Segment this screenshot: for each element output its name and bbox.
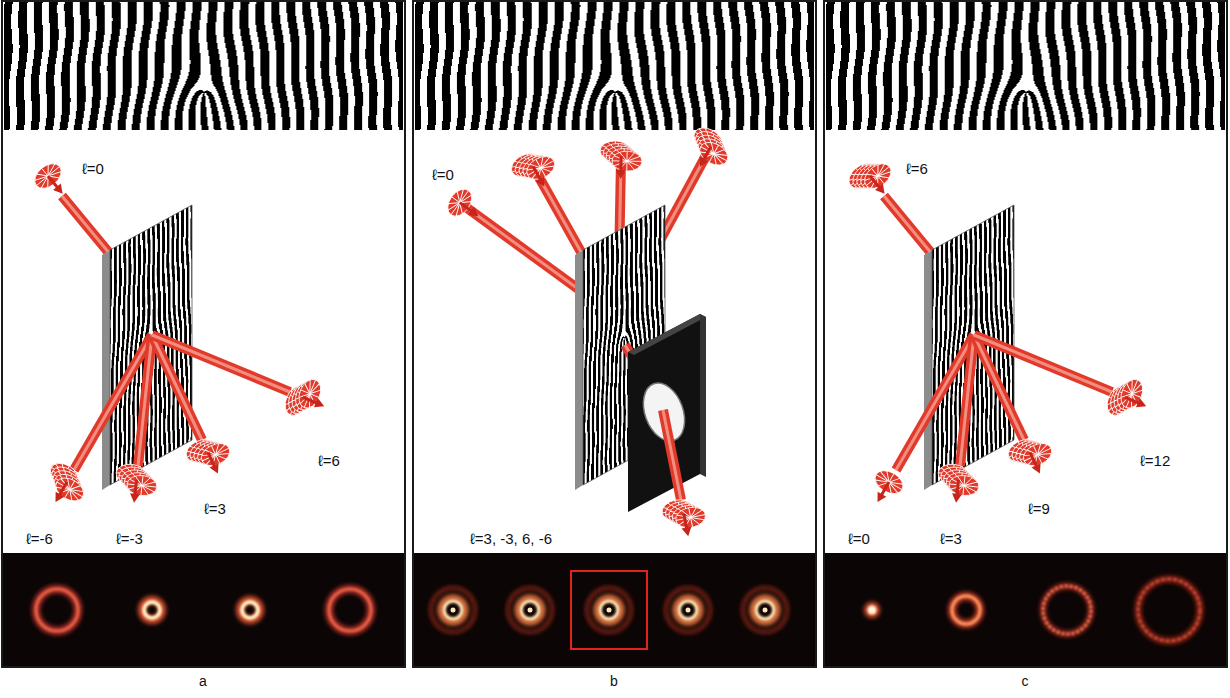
panel	[413, 1, 816, 667]
plane-wavefront	[30, 159, 74, 204]
helical-wavefront	[1103, 372, 1154, 425]
laser-beam	[138, 335, 152, 466]
fork-pattern	[4, 2, 403, 130]
plane-wavefront	[865, 466, 907, 510]
helical-wavefront	[113, 463, 159, 505]
mode-label: ℓ=3, -3, 6, -6	[470, 530, 552, 548]
camera-strip	[414, 553, 815, 666]
mode-label: ℓ=0	[432, 166, 454, 184]
panel-letter: a	[199, 672, 207, 690]
beam-core	[960, 335, 974, 466]
intensity-profile	[508, 588, 552, 632]
helical-wavefront	[844, 151, 901, 207]
intensity-profile	[36, 589, 78, 631]
helical-wavefront	[281, 372, 332, 425]
mode-label: ℓ=6	[318, 452, 340, 470]
intensity-profile	[329, 589, 371, 631]
helical-wavefront	[681, 123, 736, 176]
intensity-profile	[587, 588, 631, 632]
intensity-profile	[1138, 579, 1200, 641]
hologram-edge	[924, 250, 932, 490]
mode-label: ℓ=0	[848, 530, 870, 548]
intensity-profile	[952, 596, 980, 624]
mode-label: ℓ=3	[204, 500, 226, 518]
helical-wavefront	[183, 430, 237, 482]
mode-label: ℓ=9	[1028, 500, 1050, 518]
camera-strip	[3, 553, 404, 666]
helical-wavefront	[660, 495, 709, 540]
intensity-profile	[743, 588, 787, 632]
hologram-edge	[102, 250, 110, 490]
highlight-box	[571, 571, 647, 649]
intensity-profile	[864, 602, 880, 618]
fork-pattern	[415, 2, 814, 130]
laser-beam	[974, 335, 1112, 392]
laser-beam	[896, 335, 974, 470]
laser-beam	[152, 335, 290, 392]
laser-beam	[663, 410, 681, 500]
beam-core	[152, 335, 290, 392]
panel-letter: b	[610, 672, 618, 690]
fork-pattern	[826, 2, 1225, 130]
intensity-profile	[240, 600, 260, 620]
panel	[2, 1, 405, 667]
beam-core	[663, 410, 681, 500]
mode-label: ℓ=-3	[116, 530, 143, 548]
mode-label: ℓ=0	[82, 160, 104, 178]
camera-strip	[825, 553, 1226, 666]
aperture-plate	[628, 314, 700, 512]
beam-core	[974, 335, 1112, 392]
hologram-edge	[575, 250, 583, 490]
helical-wavefront	[600, 141, 643, 180]
mode-label: ℓ=3	[940, 530, 962, 548]
beam-core	[138, 335, 152, 466]
intensity-profile	[666, 588, 710, 632]
laser-beam	[74, 335, 152, 470]
mode-label: ℓ=12	[1140, 452, 1170, 470]
mode-label: ℓ=6	[906, 160, 928, 178]
intensity-profile	[431, 588, 475, 632]
helical-wavefront	[37, 459, 92, 513]
helical-wavefront	[935, 463, 981, 505]
plane-wavefront	[443, 185, 487, 229]
beam-core	[896, 335, 974, 470]
helical-wavefront	[1005, 430, 1059, 482]
laser-beam	[960, 335, 974, 466]
panel-letter: c	[1022, 672, 1029, 690]
helical-wavefront	[507, 143, 562, 197]
panel	[824, 1, 1227, 667]
beam-core	[74, 335, 152, 470]
mode-label: ℓ=-6	[26, 530, 53, 548]
intensity-profile	[1043, 586, 1091, 634]
intensity-profile	[142, 600, 162, 620]
